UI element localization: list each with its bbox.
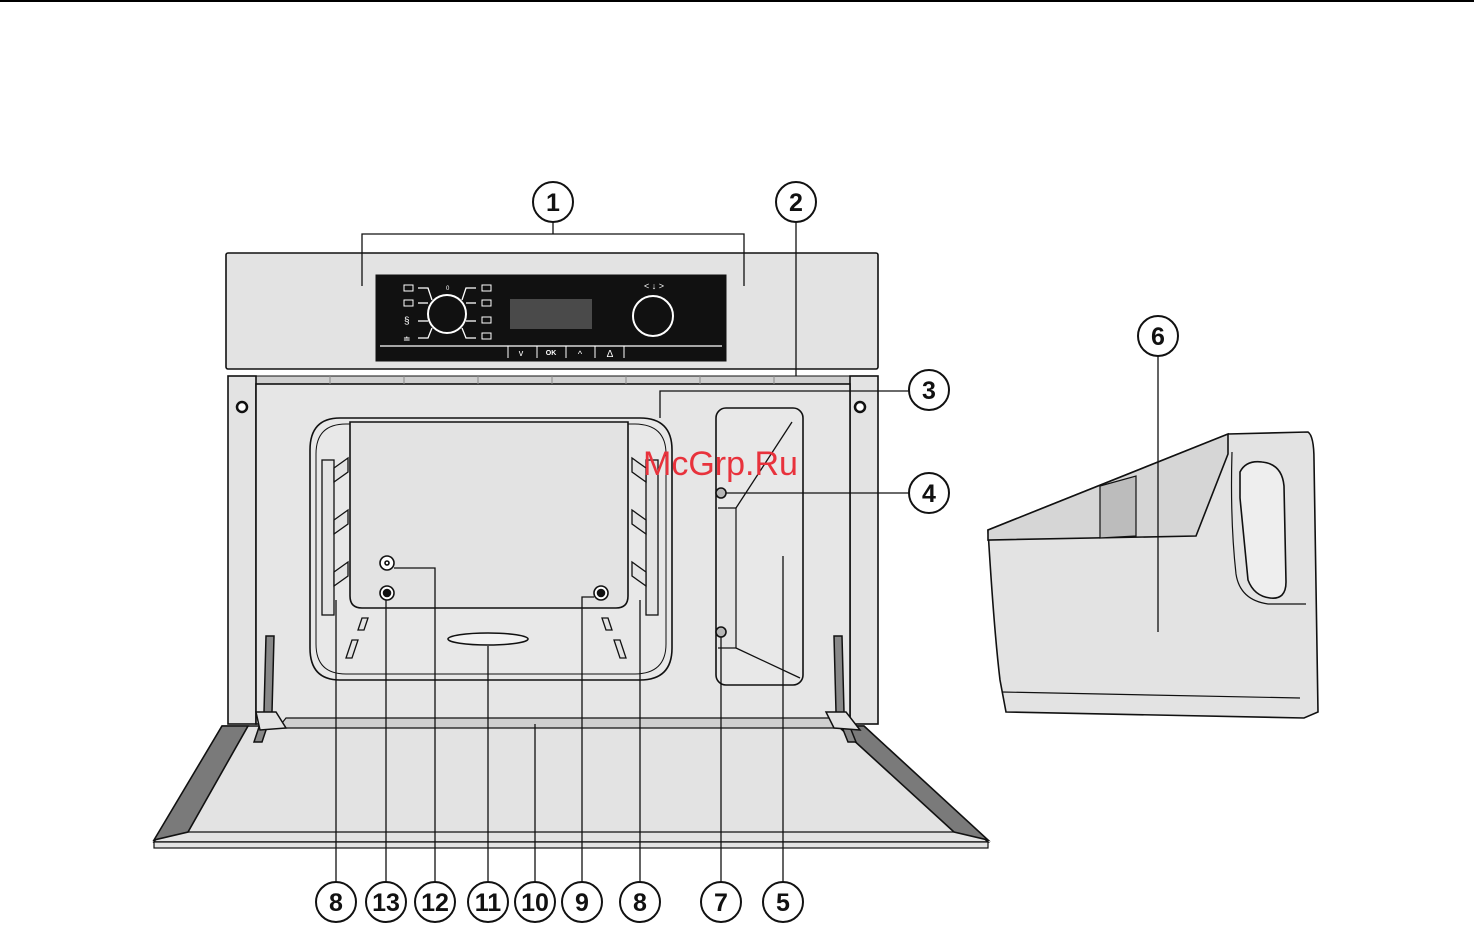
svg-text:6: 6 <box>1151 323 1165 351</box>
watermark: McGrp.Ru <box>643 445 798 483</box>
svg-text:8: 8 <box>633 889 647 917</box>
oven-door <box>154 718 988 848</box>
left-bolt <box>237 402 247 412</box>
svg-text:3: 3 <box>922 377 936 405</box>
callout-4: 4 <box>909 473 949 513</box>
callout-10: 10 <box>515 882 555 922</box>
left-side-post <box>228 376 256 724</box>
callout-5: 5 <box>763 882 803 922</box>
function-selector-knob[interactable] <box>428 295 466 333</box>
callout-9: 9 <box>562 882 602 922</box>
svg-text:11: 11 <box>475 889 502 917</box>
callout-3: 3 <box>909 370 949 410</box>
floor-drain <box>448 633 528 645</box>
svg-text:4: 4 <box>922 480 936 508</box>
container-connection-lower <box>716 627 726 637</box>
function-icon-4: ≐ <box>403 334 411 344</box>
right-bolt <box>855 402 865 412</box>
callout-1: 1 <box>533 182 573 222</box>
callout-8-right: 8 <box>620 882 660 922</box>
callout-6: 6 <box>1138 316 1178 356</box>
vent-strip <box>256 376 850 384</box>
callout-12: 12 <box>415 882 455 922</box>
callout-8-left: 8 <box>316 882 356 922</box>
container-connection-upper <box>716 488 726 498</box>
back-panel <box>350 422 628 608</box>
svg-text:5: 5 <box>776 889 790 917</box>
svg-text:2: 2 <box>789 189 803 217</box>
callout-11: 11 <box>468 882 508 922</box>
key-down[interactable]: v <box>519 348 524 358</box>
display-window <box>510 299 592 329</box>
svg-text:8: 8 <box>329 889 343 917</box>
door-gasket <box>278 718 838 728</box>
key-timer[interactable]: Δ <box>607 349 614 360</box>
svg-text:7: 7 <box>714 889 728 917</box>
function-icon-3: § <box>404 316 410 327</box>
svg-text:12: 12 <box>421 889 449 917</box>
svg-text:1: 1 <box>546 189 560 217</box>
container-spout <box>1100 476 1136 538</box>
control-panel: § ≐ 0 < ↓ > v OK ^ Δ <box>376 275 726 361</box>
callout-7: 7 <box>701 882 741 922</box>
svg-text:10: 10 <box>521 889 549 917</box>
temperature-symbols: < ↓ > <box>644 281 664 291</box>
key-ok[interactable]: OK <box>546 350 557 357</box>
water-container <box>988 432 1318 718</box>
door-bottom-edge <box>154 842 988 848</box>
svg-text:9: 9 <box>575 889 589 917</box>
temperature-knob[interactable] <box>633 296 673 336</box>
svg-text:13: 13 <box>372 889 400 917</box>
callout-2: 2 <box>776 182 816 222</box>
right-side-post <box>850 376 878 724</box>
callout-13: 13 <box>366 882 406 922</box>
